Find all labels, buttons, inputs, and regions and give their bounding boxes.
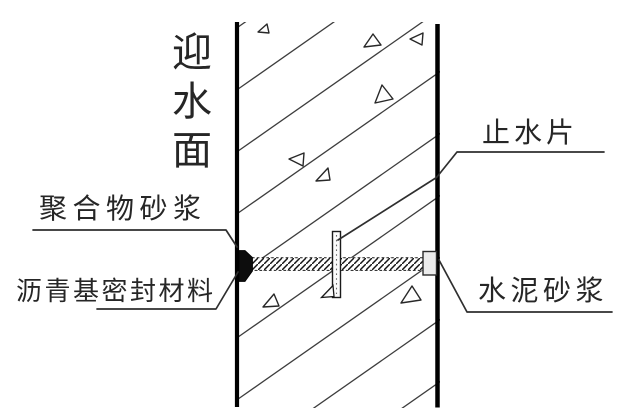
aggregate-symbols (257, 23, 424, 308)
leader-waterstop (337, 151, 605, 241)
hatch-line (401, 380, 440, 408)
leader-asphalt-sealant (96, 271, 239, 310)
cement-mortar-cap (422, 250, 438, 276)
hatch-line (236, 132, 440, 278)
leader-cement-mortar (438, 259, 613, 313)
label-cement-mortar: 水泥砂浆 (478, 276, 609, 307)
label-water-facing-side: 迎水面 (166, 31, 211, 178)
aggregate-triangle (374, 84, 394, 104)
label-asphalt-sealant: 沥青基密封材料 (16, 277, 216, 306)
label-polymer-mortar: 聚合物砂浆 (39, 194, 207, 225)
waterstop-foot (319, 284, 335, 299)
aggregate-triangle (363, 33, 382, 48)
aggregate-triangle (315, 167, 331, 182)
waterstop-bar (319, 230, 342, 299)
hatch-line (236, 70, 440, 216)
asphalt-sealant-plug (238, 250, 253, 282)
hatch-line (236, 22, 424, 154)
hatch-line (236, 256, 440, 402)
aggregate-triangle (400, 285, 422, 304)
hatch-line (236, 22, 335, 92)
leader-polymer-mortar (32, 229, 238, 248)
hatch-line (312, 318, 440, 408)
aggregate-triangle (288, 152, 305, 167)
aggregate-triangle (409, 32, 424, 46)
label-waterstop: 止水片 (482, 118, 579, 149)
concrete-hatch (236, 22, 440, 408)
aggregate-triangle (262, 293, 280, 308)
aggregate-triangle (257, 23, 270, 34)
